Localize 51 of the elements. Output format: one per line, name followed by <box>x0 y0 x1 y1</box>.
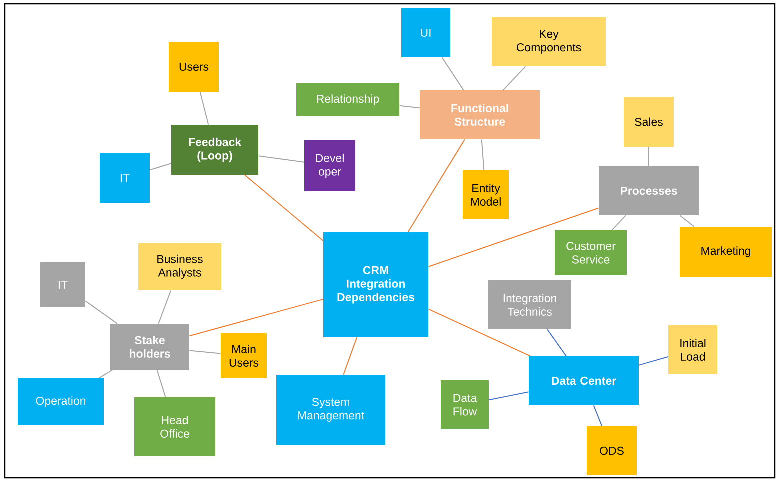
connector-line <box>593 405 603 427</box>
item-box: Integration Technics <box>488 280 572 330</box>
connector-line <box>638 356 669 366</box>
connector-line <box>502 66 526 91</box>
item-box: Marketing <box>680 227 772 277</box>
item-box: IT <box>100 153 150 203</box>
connector-line <box>648 146 650 167</box>
topic-box: Feedback (Loop) <box>172 125 258 175</box>
topic-box: Data Center <box>529 356 639 406</box>
item-box: Customer Service <box>555 230 627 276</box>
item-box: Relationship <box>296 84 400 116</box>
item-box: Key Components <box>492 18 606 66</box>
connector-line <box>481 139 485 171</box>
item-box: Entity Model <box>463 170 509 220</box>
connector-line <box>612 215 626 231</box>
item-box: Users <box>169 42 219 92</box>
connector-line <box>428 308 532 357</box>
item-box: Sales <box>624 97 674 147</box>
connector-line <box>343 337 358 376</box>
connector-line <box>488 392 530 401</box>
topic-box: Processes <box>599 166 699 216</box>
item-box: Business Analysts <box>138 244 222 290</box>
item-box: Head Office <box>134 398 216 456</box>
item-box: UI <box>402 8 450 58</box>
item-box: Operation <box>18 378 104 426</box>
connector-line <box>85 300 118 324</box>
item-box: ODS <box>587 426 637 476</box>
item-box: Main Users <box>221 334 267 378</box>
connector-line <box>244 174 324 242</box>
connector-line <box>150 163 172 171</box>
connector-line <box>408 139 466 233</box>
topic-box: Functional Structure <box>420 90 540 140</box>
connector-line <box>200 92 210 126</box>
connector-line <box>680 215 695 228</box>
item-box: Data Flow <box>441 380 489 430</box>
connector-line <box>98 370 113 379</box>
connector-line <box>428 208 600 268</box>
item-box: IT <box>40 262 86 308</box>
connector-line <box>189 350 222 354</box>
connector-line <box>547 329 567 357</box>
topic-box: Stake holders <box>110 324 190 370</box>
connector-line <box>189 298 324 337</box>
connector-line <box>399 105 420 109</box>
connector-line <box>156 370 166 398</box>
connector-line <box>258 156 305 163</box>
item-box: Devel oper <box>304 140 356 192</box>
center-box: CRM Integration Dependencies <box>324 232 428 338</box>
item-box: System Management <box>276 375 386 445</box>
item-box: Initial Load <box>668 326 718 374</box>
connector-line <box>442 57 464 91</box>
connector-line <box>158 290 172 324</box>
